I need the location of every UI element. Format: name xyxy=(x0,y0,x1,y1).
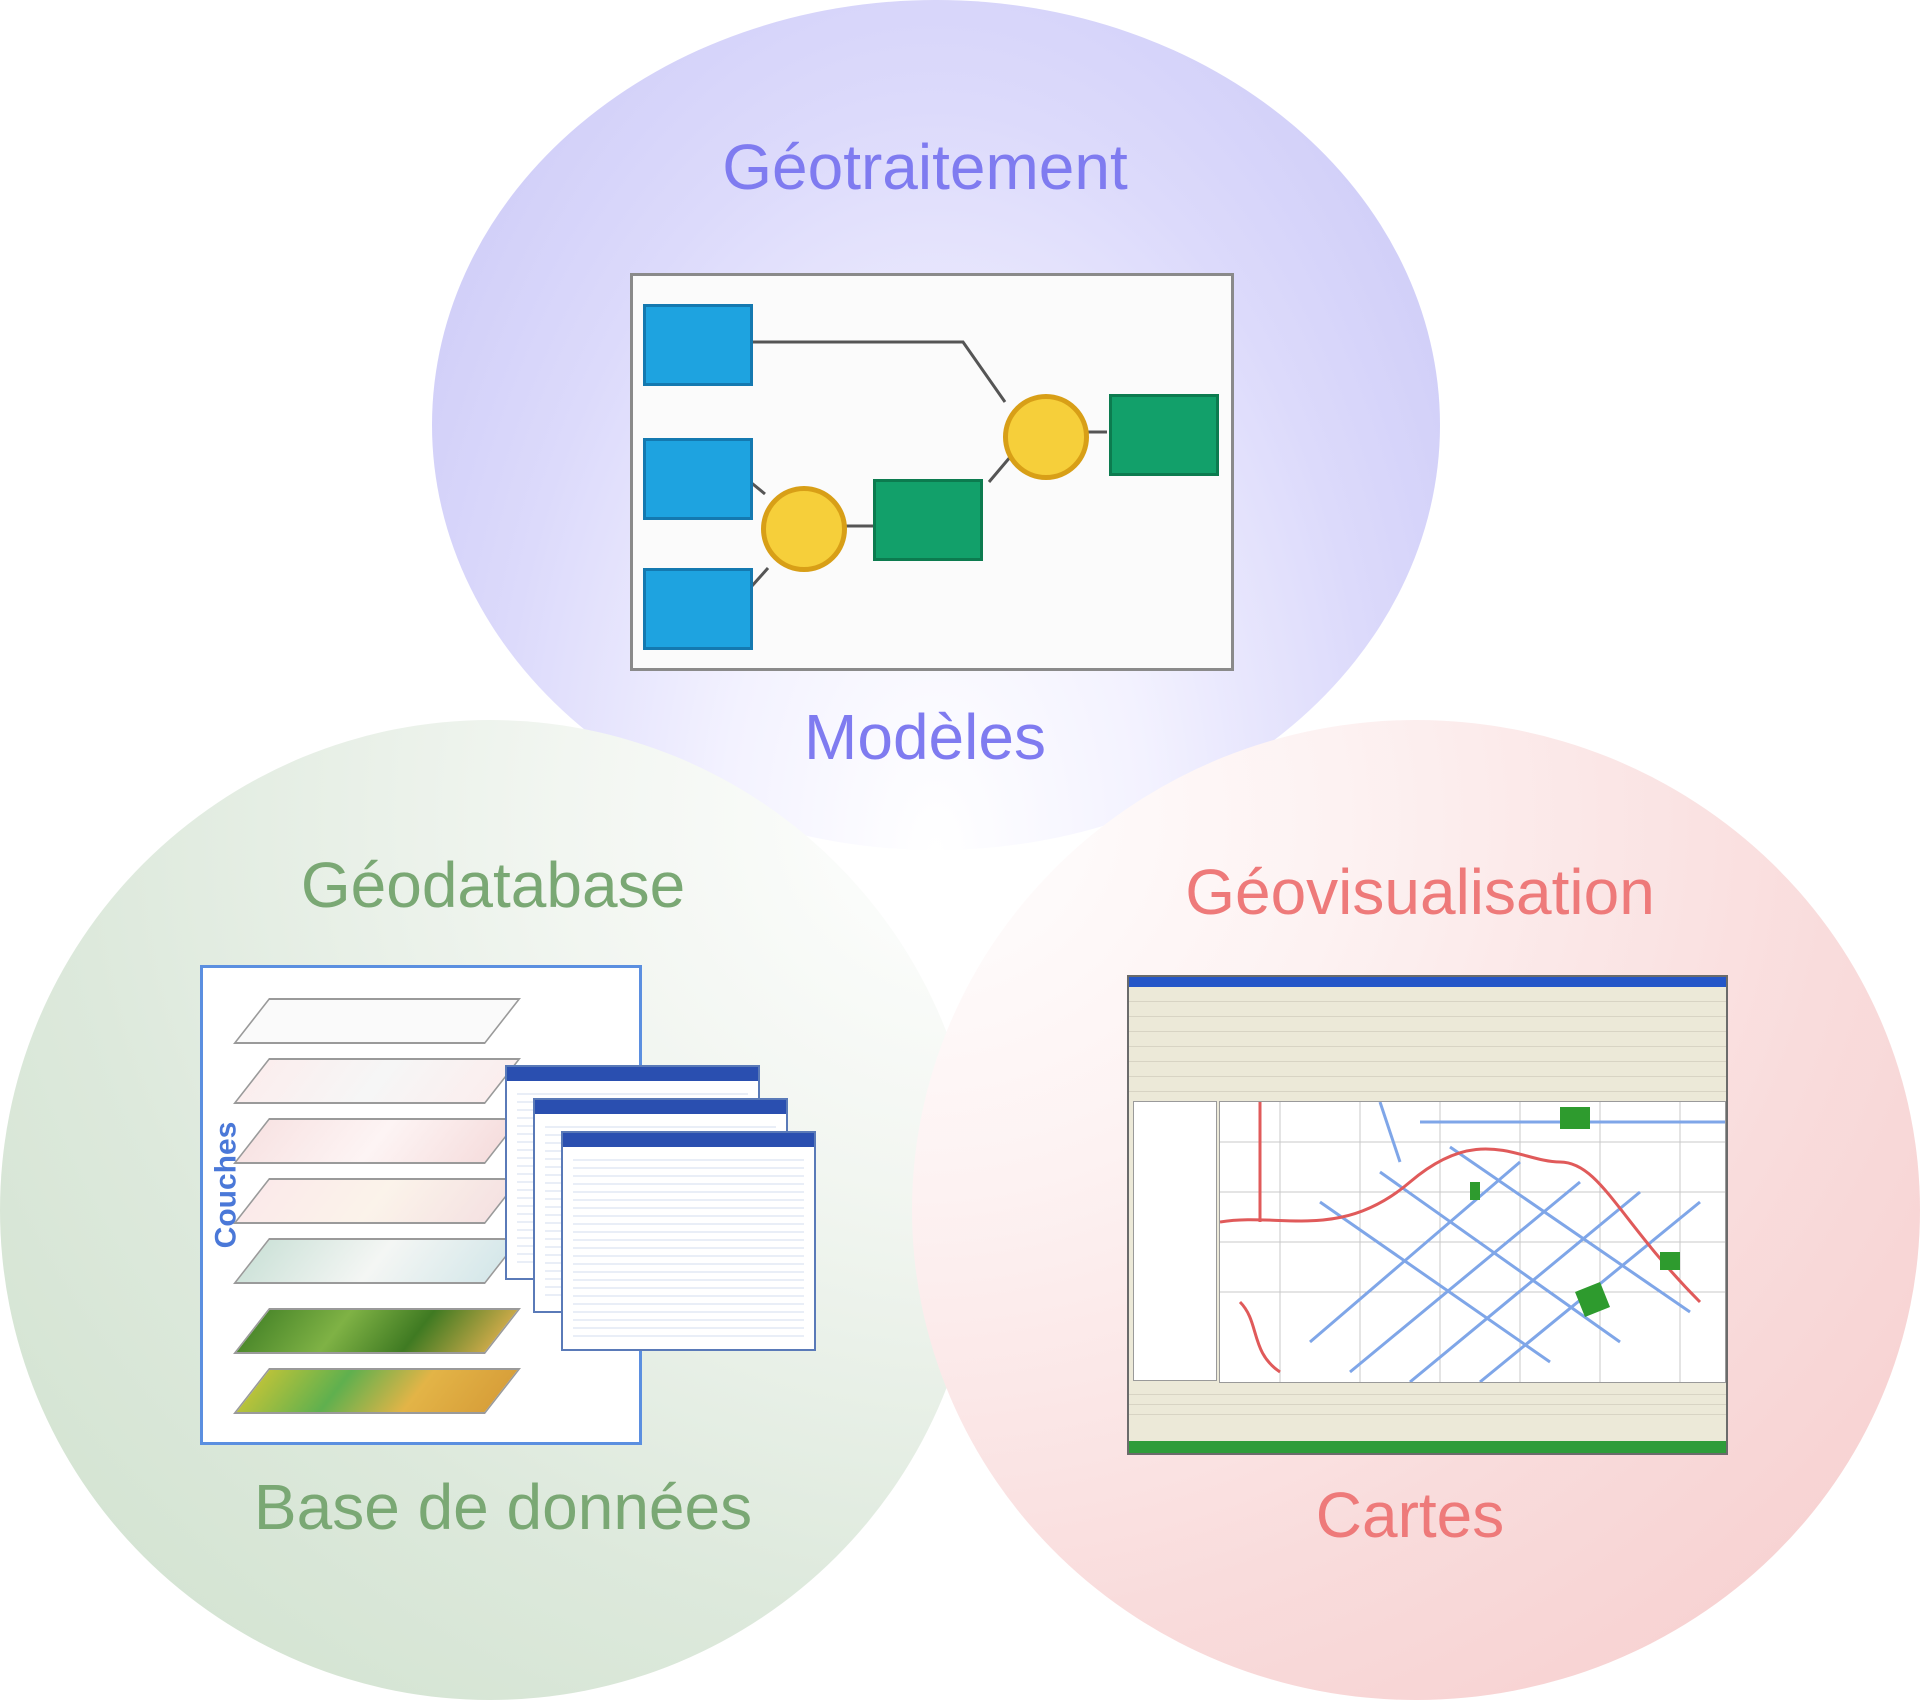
models-subtitle: Modèles xyxy=(804,701,1046,773)
model-input-node xyxy=(643,438,753,520)
model-input-node xyxy=(643,568,753,650)
map-layer xyxy=(233,1368,521,1414)
model-tool-node xyxy=(761,486,847,572)
map-layer xyxy=(233,1178,521,1224)
map-layer xyxy=(233,1058,521,1104)
geodatabase-layers-icon: Couches xyxy=(200,965,816,1445)
geovisualization-title: Géovisualisation xyxy=(1185,856,1655,928)
model-output-node xyxy=(873,479,983,561)
map-window-icon xyxy=(1127,975,1728,1455)
window-title-bar xyxy=(1129,977,1726,987)
map-view xyxy=(1219,1101,1726,1383)
database-subtitle: Base de données xyxy=(253,1471,753,1543)
layers-axis-label: Couches xyxy=(209,1121,243,1249)
geoprocessing-title: Géotraitement xyxy=(722,131,1128,203)
drawing-toolbar xyxy=(1129,1385,1726,1415)
model-input-node xyxy=(643,304,753,386)
toolbar-area xyxy=(1129,987,1726,1097)
table-of-contents xyxy=(1133,1101,1217,1381)
geodatabase-title: Géodatabase xyxy=(300,849,686,921)
window-status-bar xyxy=(1129,1441,1726,1453)
attribute-table xyxy=(561,1131,816,1351)
map-layer xyxy=(233,1118,521,1164)
map-layer xyxy=(233,1308,521,1354)
maps-subtitle: Cartes xyxy=(1315,1479,1505,1551)
model-diagram-icon xyxy=(630,273,1234,671)
model-tool-node xyxy=(1003,394,1089,480)
map-layer xyxy=(233,998,521,1044)
map-layer xyxy=(233,1238,521,1284)
model-output-node xyxy=(1109,394,1219,476)
